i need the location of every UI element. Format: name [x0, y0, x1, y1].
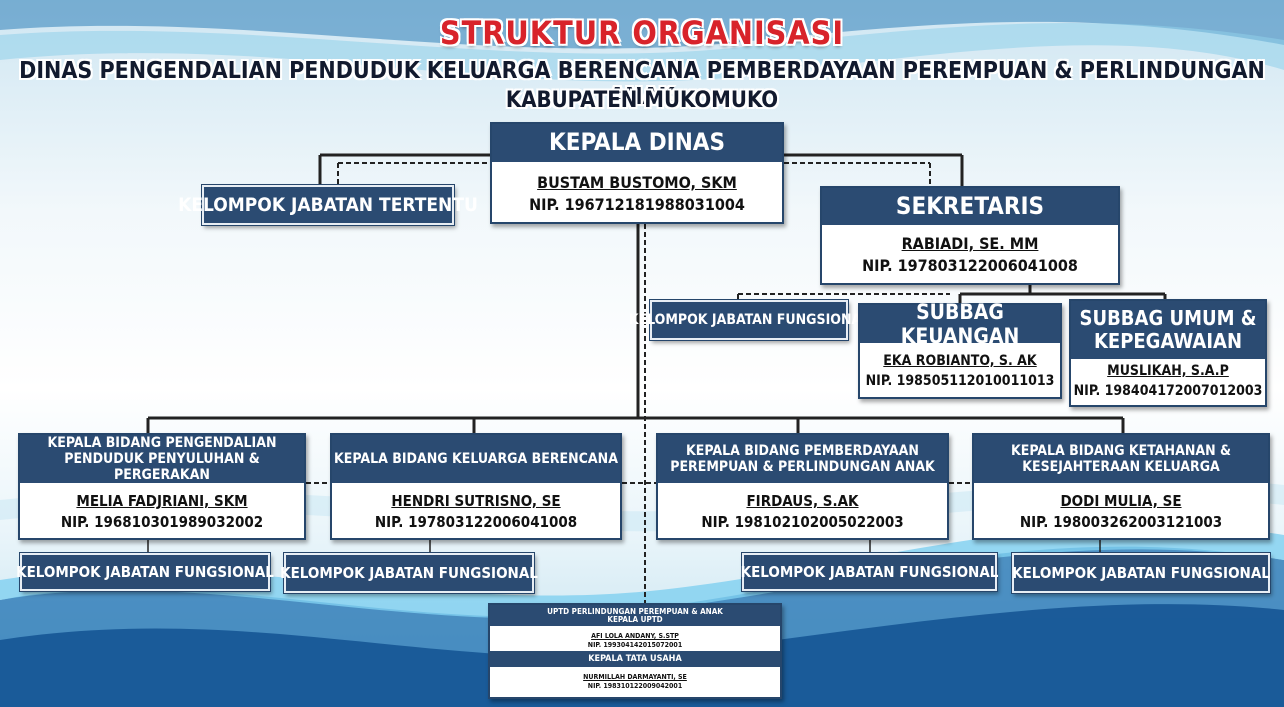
uptd-subtitle: KEPALA UPTD: [607, 614, 663, 624]
subbag-umum-title-line2: KEPEGAWAIAN: [1093, 329, 1243, 353]
bidang-body: DODI MULIA, SE NIP. 198003262003121003: [974, 483, 1268, 533]
kepala-dinas-name: BUSTAM BUSTOMO, SKM: [537, 173, 737, 192]
bidang-title-line1: KEPALA BIDANG PENGENDALIAN: [47, 434, 277, 451]
bidang-name: FIRDAUS, S.AK: [746, 492, 859, 510]
bidang-pengendalian-box: KEPALA BIDANG PENGENDALIAN PENDUDUK PENY…: [18, 433, 306, 540]
bidang-title-line2: PENDUDUK PENYULUHAN & PERGERAKAN: [64, 450, 260, 484]
kepala-dinas-box: KEPALA DINAS BUSTAM BUSTOMO, SKM NIP. 19…: [490, 122, 784, 224]
page-subtitle: DINAS PENGENDALIAN PENDUDUK KELUARGA BER…: [19, 58, 1265, 110]
page-title: STRUKTUR ORGANISASI: [439, 14, 845, 52]
uptd-title: UPTD PERLINDUNGAN PEREMPUAN & ANAK KEPAL…: [490, 605, 780, 626]
sekretaris-nip: NIP. 197803122006041008: [862, 256, 1078, 275]
bidang-body: MELIA FADJRIANI, SKM NIP. 19681030198903…: [20, 483, 304, 533]
bidang-ketahanan-box: KEPALA BIDANG KETAHANAN & KESEJAHTERAAN …: [972, 433, 1270, 540]
bidang-title-line1: KEPALA BIDANG KELUARGA BERENCANA: [334, 450, 618, 467]
subbag-keuangan-nip: NIP. 198505112010011013: [865, 373, 1055, 389]
subbag-umum-box: SUBBAG UMUM & KEPEGAWAIAN MUSLIKAH, S.A.…: [1069, 299, 1267, 407]
bidang-kb-box: KEPALA BIDANG KELUARGA BERENCANA HENDRI …: [330, 433, 622, 540]
subbag-umum-title: SUBBAG UMUM & KEPEGAWAIAN: [1071, 301, 1265, 359]
subbag-umum-name: MUSLIKAH, S.A.P: [1107, 363, 1229, 379]
bidang-title-line2: PEREMPUAN & PERLINDUNGAN ANAK: [670, 459, 935, 475]
bidang-fungsional-box: KELOMPOK JABATAN FUNGSIONAL: [16, 553, 274, 591]
bidang-nip: NIP. 196810301989032002: [60, 513, 264, 531]
bidang-body: FIRDAUS, S.AK NIP. 198102102005022003: [658, 483, 947, 533]
uptd-tu-title: KEPALA TATA USAHA: [490, 651, 780, 667]
bidang-pengendalian-title: KEPALA BIDANG PENGENDALIAN PENDUDUK PENY…: [20, 435, 304, 483]
subbag-umum-nip: NIP. 198404172007012003: [1073, 383, 1263, 399]
uptd-tu-body: NURMILLAH DARMAYANTI, SE NIP. 1983101220…: [490, 667, 780, 691]
bidang-pemberdayaan-box: KEPALA BIDANG PEMBERDAYAAN PEREMPUAN & P…: [656, 433, 949, 540]
bidang-kb-title: KEPALA BIDANG KELUARGA BERENCANA: [332, 435, 620, 483]
kelompok-jabatan-tertentu: KELOMPOK JABATAN TERTENTU: [178, 185, 478, 225]
bidang-name: DODI MULIA, SE: [1060, 492, 1182, 510]
bidang-fungsional-box: KELOMPOK JABATAN FUNGSIONAL: [741, 553, 998, 591]
sekretaris-body: RABIADI, SE. MM NIP. 197803122006041008: [822, 225, 1118, 277]
kepala-dinas-title: KEPALA DINAS: [492, 124, 782, 162]
bidang-nip: NIP. 198102102005022003: [701, 513, 904, 531]
bidang-title-line1: KEPALA BIDANG KETAHANAN &: [1010, 442, 1232, 459]
bidang-fungsional-box: KELOMPOK JABATAN FUNGSIONAL: [1012, 553, 1270, 593]
subbag-keuangan-name: EKA ROBIANTO, S. AK: [883, 353, 1037, 369]
uptd-box: UPTD PERLINDUNGAN PEREMPUAN & ANAK KEPAL…: [488, 603, 782, 699]
sekretaris-name: RABIADI, SE. MM: [901, 234, 1039, 253]
subbag-keuangan-body: EKA ROBIANTO, S. AK NIP. 198505112010011…: [860, 343, 1060, 391]
uptd-kepala-body: AFI LOLA ANDANY, S.STP NIP. 199304142015…: [490, 626, 780, 651]
bidang-nip: NIP. 197803122006041008: [374, 513, 578, 531]
subbag-keuangan-box: SUBBAG KEUANGAN EKA ROBIANTO, S. AK NIP.…: [858, 300, 1062, 399]
region-label: KABUPATEN MUKOMUKO: [505, 88, 779, 113]
subbag-umum-body: MUSLIKAH, S.A.P NIP. 198404172007012003: [1071, 359, 1265, 401]
bidang-title-line2: KESEJAHTERAAN KELUARGA: [1022, 459, 1220, 475]
uptd-title-line: UPTD PERLINDUNGAN PEREMPUAN & ANAK: [547, 606, 723, 616]
bidang-nip: NIP. 198003262003121003: [1019, 513, 1223, 531]
kepala-dinas-nip: NIP. 196712181988031004: [529, 195, 745, 214]
kepala-dinas-body: BUSTAM BUSTOMO, SKM NIP. 196712181988031…: [492, 162, 782, 216]
bidang-name: MELIA FADJRIANI, SKM: [76, 492, 248, 510]
sekretariat-fungsional-box: KELOMPOK JABATAN FUNGSIONAL: [629, 300, 869, 340]
sekretaris-box: SEKRETARIS RABIADI, SE. MM NIP. 19780312…: [820, 186, 1120, 285]
sekretaris-title: SEKRETARIS: [822, 188, 1118, 225]
bidang-title-line1: KEPALA BIDANG PEMBERDAYAAN: [686, 442, 919, 459]
uptd-tu-name: NURMILLAH DARMAYANTI, SE: [583, 673, 687, 681]
uptd-kepala-name: AFI LOLA ANDANY, S.STP: [591, 632, 679, 640]
bidang-name: HENDRI SUTRISNO, SE: [391, 492, 561, 510]
bidang-ketahanan-title: KEPALA BIDANG KETAHANAN & KESEJAHTERAAN …: [974, 435, 1268, 483]
bidang-pemberdayaan-title: KEPALA BIDANG PEMBERDAYAAN PEREMPUAN & P…: [658, 435, 947, 483]
bidang-body: HENDRI SUTRISNO, SE NIP. 197803122006041…: [332, 483, 620, 533]
uptd-kepala-nip: NIP. 199304142015072001: [587, 641, 683, 649]
uptd-tu-nip: NIP. 198310122009042001: [587, 682, 683, 690]
subbag-keuangan-title: SUBBAG KEUANGAN: [860, 300, 1060, 348]
bidang-fungsional-box: KELOMPOK JABATAN FUNGSIONAL: [280, 553, 538, 593]
subbag-umum-title-line1: SUBBAG UMUM &: [1079, 306, 1257, 330]
